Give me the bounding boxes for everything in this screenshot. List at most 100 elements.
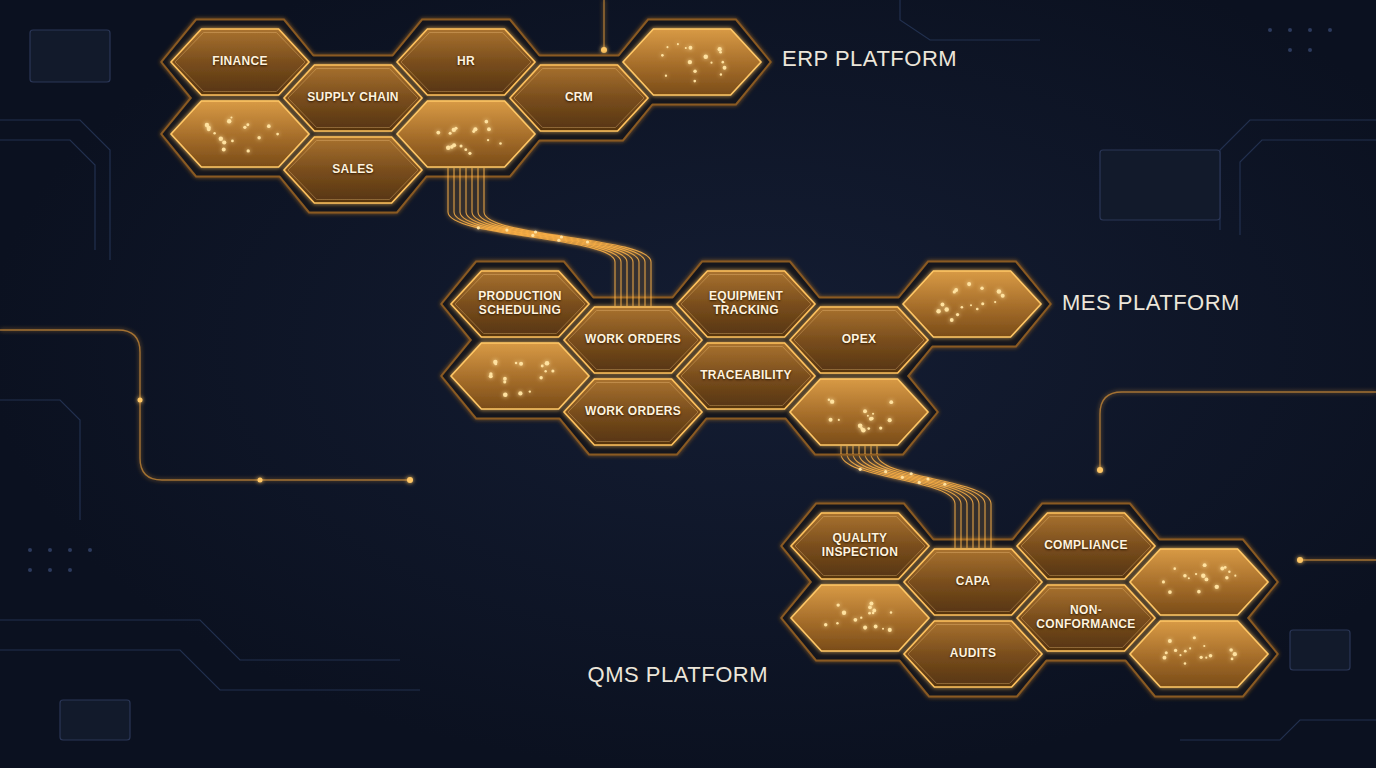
light-dot bbox=[551, 369, 554, 372]
fiber bbox=[859, 454, 973, 504]
light-dot bbox=[1189, 647, 1191, 649]
hex-bevel bbox=[795, 517, 925, 576]
light-dot bbox=[1233, 652, 1237, 656]
hex-face bbox=[397, 29, 535, 95]
light-dot bbox=[1195, 573, 1197, 575]
module-name: OPEX bbox=[842, 333, 877, 347]
hex-bevel bbox=[1021, 589, 1151, 648]
module-tile: CRM bbox=[509, 64, 649, 132]
light-dot bbox=[1168, 590, 1172, 594]
light-dot bbox=[910, 472, 913, 475]
chips bbox=[30, 30, 1350, 740]
light-dot bbox=[1203, 645, 1205, 647]
light-dot bbox=[703, 55, 708, 60]
light-dot bbox=[485, 120, 489, 124]
fiber bbox=[966, 504, 967, 548]
fiber bbox=[847, 454, 961, 504]
fiber bbox=[620, 262, 621, 306]
light-dot bbox=[956, 313, 959, 316]
light-dot bbox=[867, 415, 869, 417]
light-dot bbox=[889, 400, 893, 404]
tile-text-box: SALES bbox=[332, 163, 374, 177]
tile-text-box: QUALITY INSPECTION bbox=[808, 532, 912, 560]
light-dot bbox=[246, 123, 249, 126]
module-name: TRACEABILITY bbox=[700, 369, 792, 383]
light-dot bbox=[868, 612, 871, 615]
light-dot bbox=[853, 618, 857, 622]
light-dot bbox=[842, 611, 846, 615]
fiber bbox=[644, 262, 645, 306]
fiber bbox=[864, 446, 865, 454]
light-dot bbox=[872, 612, 875, 615]
trace bbox=[1100, 392, 1376, 470]
light-dot bbox=[1197, 590, 1201, 594]
pad bbox=[48, 568, 52, 572]
trace bbox=[0, 620, 400, 660]
light-dot bbox=[487, 127, 491, 131]
module-name: EQUIPMENT TRACKING bbox=[694, 290, 798, 318]
light-dot bbox=[231, 140, 234, 143]
hex-face bbox=[564, 307, 702, 373]
light-dot bbox=[836, 622, 838, 624]
light-dot bbox=[1193, 636, 1196, 639]
light-dot bbox=[981, 302, 984, 305]
fiber bbox=[978, 504, 979, 548]
fiber-stub bbox=[955, 504, 991, 548]
platform: QMS PLATFORMCOMPLIANCEQUALITY INSPECTION… bbox=[782, 504, 1277, 696]
light-dot bbox=[890, 611, 892, 613]
light-dot bbox=[685, 47, 687, 49]
light-dot bbox=[943, 483, 946, 486]
light-dot bbox=[267, 124, 271, 128]
light-dot bbox=[446, 146, 450, 150]
trace-end bbox=[138, 398, 143, 403]
light-dot bbox=[720, 73, 722, 75]
module-name: SALES bbox=[332, 163, 374, 177]
fiber bbox=[466, 212, 633, 262]
light-dot bbox=[879, 426, 882, 429]
light-dot bbox=[836, 603, 839, 606]
chip bbox=[60, 700, 130, 740]
light-dot bbox=[830, 400, 834, 404]
hex-bevel bbox=[681, 275, 811, 334]
fiber bbox=[477, 168, 478, 212]
light-dot bbox=[950, 318, 954, 322]
light-dot bbox=[1234, 575, 1236, 577]
light-dot bbox=[994, 301, 996, 303]
hex-face bbox=[510, 65, 648, 131]
light-dot bbox=[689, 46, 693, 50]
tile-text-box: WORK ORDERS bbox=[585, 405, 681, 419]
tile-text-box: TRACEABILITY bbox=[700, 369, 792, 383]
fiber bbox=[483, 168, 484, 212]
hex-face bbox=[904, 549, 1042, 615]
hex-face bbox=[1017, 513, 1155, 579]
light-dot bbox=[918, 481, 921, 484]
hex-face bbox=[1017, 585, 1155, 651]
light-dot bbox=[222, 148, 226, 152]
fiber bbox=[478, 212, 645, 262]
light-dot bbox=[219, 137, 223, 141]
hex-bevel bbox=[908, 553, 1038, 612]
light-dot bbox=[487, 139, 489, 141]
fiber bbox=[960, 504, 961, 548]
fiber bbox=[626, 262, 627, 306]
light-dot bbox=[545, 361, 550, 366]
light-dot bbox=[661, 54, 664, 57]
light-dot bbox=[586, 240, 589, 243]
trace bbox=[0, 330, 410, 480]
fiber bbox=[638, 262, 639, 306]
module-tile: SALES bbox=[283, 136, 423, 204]
module-tile: HR bbox=[396, 28, 536, 96]
module-tile: TRACEABILITY bbox=[676, 342, 816, 410]
light-dot bbox=[222, 140, 226, 144]
light-dot bbox=[976, 308, 979, 311]
trace bbox=[1300, 559, 1376, 560]
pad bbox=[28, 548, 32, 552]
empty-tile bbox=[1130, 549, 1268, 615]
fiber bbox=[454, 212, 621, 262]
light-dot bbox=[860, 616, 862, 618]
module-name: QUALITY INSPECTION bbox=[808, 532, 912, 560]
light-dot bbox=[863, 409, 867, 413]
fiber bbox=[865, 454, 979, 504]
light-dot bbox=[459, 144, 462, 147]
light-dot bbox=[828, 399, 830, 401]
